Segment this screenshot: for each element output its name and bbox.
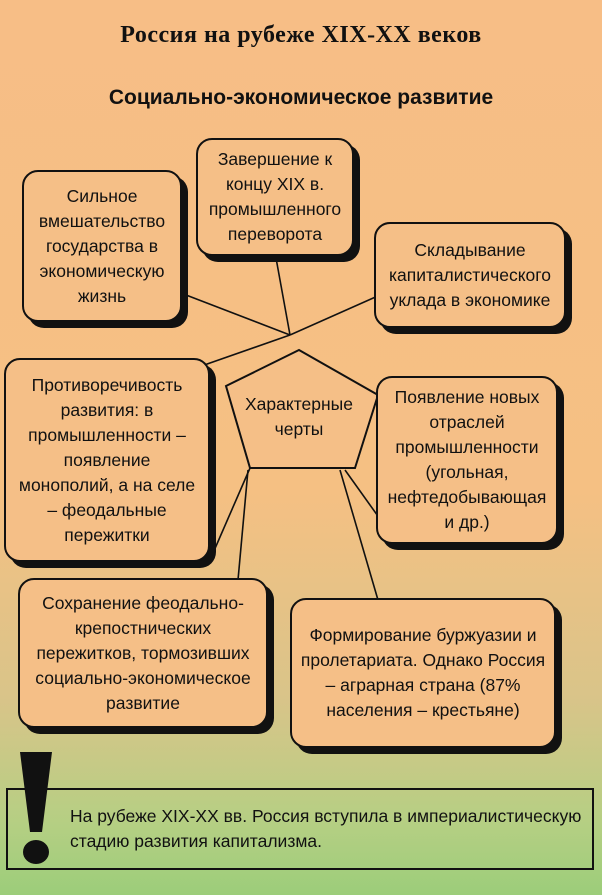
page-title: Россия на рубеже XIX-XX веков bbox=[120, 22, 482, 48]
connector-line bbox=[275, 257, 291, 336]
center-label: Характерные черты bbox=[245, 394, 353, 439]
connector-line bbox=[339, 469, 379, 601]
summary-note: На рубеже XIX-XX вв. Россия вступила в и… bbox=[6, 788, 594, 870]
exclamation-icon bbox=[20, 752, 52, 864]
connector-line bbox=[289, 294, 381, 336]
diagram-subtitle: Социально-экономическое развитие bbox=[108, 86, 494, 109]
connector-line bbox=[237, 469, 249, 581]
connector-line bbox=[209, 467, 251, 561]
center-pentagon bbox=[224, 348, 380, 469]
box-industrial-revolution: Завершение к концу XIX в. промышленного … bbox=[196, 138, 354, 256]
box-bourgeoisie-proletariat: Формирование буржуазии и пролетариата. О… bbox=[290, 598, 556, 748]
box-feudal-remnants: Сохранение феодально-крепостнических пер… bbox=[18, 578, 268, 728]
box-capitalist-structure: Складывание капиталистического уклада в … bbox=[374, 222, 566, 328]
box-new-industries: Появление новых отраслей промышленности … bbox=[376, 376, 558, 544]
box-contradictory-development: Противоречивость развития: в промышленно… bbox=[4, 358, 210, 562]
box-state-intervention: Сильное вмешательство государства в экон… bbox=[22, 170, 182, 322]
